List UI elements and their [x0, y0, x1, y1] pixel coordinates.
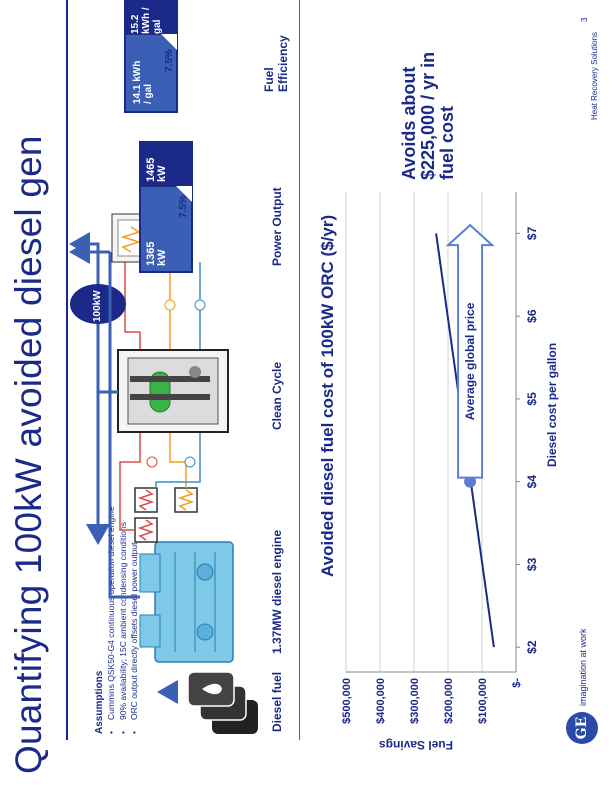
clean-cycle-unit-icon [117, 349, 229, 433]
power-pct-label: 7.5% [178, 195, 189, 218]
arrow-label: Average global price [463, 302, 477, 420]
power-output-label: Power Output [270, 187, 284, 266]
savings-chart: $- $100,000 $200,000 $300,000 $400,000 $500,0… [341, 192, 539, 724]
system-diagram [69, 0, 300, 740]
x-tick-label: $5 [525, 392, 539, 406]
fuel-efficiency-bars [124, 0, 178, 113]
diesel-engine-label: 1.37MW diesel engine [270, 529, 284, 654]
orc-output-badge-shape [70, 284, 126, 324]
y-tick-label: $500,000 [341, 678, 353, 724]
x-tick-label: $4 [525, 475, 539, 489]
y-tick-label: $200,000 [443, 678, 455, 724]
efficiency-base-label: 14.1 kWh / gal [132, 60, 154, 104]
x-tick-label: $2 [525, 640, 539, 654]
heat-exchanger-icon [134, 487, 198, 543]
valve-icon [194, 299, 206, 311]
y-tick-label: $400,000 [375, 678, 387, 724]
y-tick-label: $- [511, 678, 523, 688]
y-axis-label: Fuel Savings [378, 738, 454, 752]
x-axis-label: Diesel cost per gallon [545, 342, 559, 467]
ge-logo-icon: GE [566, 712, 598, 744]
diesel-engine-icon [139, 541, 234, 663]
valve-icon [146, 456, 158, 468]
fuel-barrel-icon [187, 671, 258, 734]
fuel-efficiency-label: Fuel Efficiency [262, 35, 290, 92]
power-output-bars [139, 141, 193, 273]
x-tick-label: $7 [525, 226, 539, 240]
power-total-label: 1465 kW [145, 157, 168, 182]
y-tick-label: $300,000 [409, 678, 421, 724]
y-tick-label: $100,000 [477, 678, 489, 724]
x-tick-label: $6 [525, 309, 539, 323]
page-number: 3 [580, 17, 589, 22]
power-base-label: 1365 kW [145, 241, 168, 266]
chart-title: Avoided diesel fuel cost of 100kW ORC ($… [318, 214, 337, 577]
x-tick-label: $3 [525, 557, 539, 571]
valve-icon [184, 456, 196, 468]
clean-cycle-label: Clean Cycle [270, 361, 284, 430]
average-price-arrow [445, 223, 495, 479]
valve-icon [164, 299, 176, 311]
company-name: Heat Recovery Solutions [590, 31, 599, 120]
engine-power-arrow [108, 252, 140, 599]
logo-tagline: imagination at work [578, 628, 588, 706]
orc-output-badge: 100kW [92, 290, 103, 322]
diesel-fuel-label: Diesel fuel [270, 671, 284, 732]
efficiency-pct-label: 7.5% [164, 49, 175, 72]
savings-callout: Avoids about $225,000 / yr in fuel cost [399, 51, 457, 180]
orc-power-arrow [86, 390, 118, 545]
efficiency-total-label: 15.2 kWh / gal [130, 7, 163, 34]
